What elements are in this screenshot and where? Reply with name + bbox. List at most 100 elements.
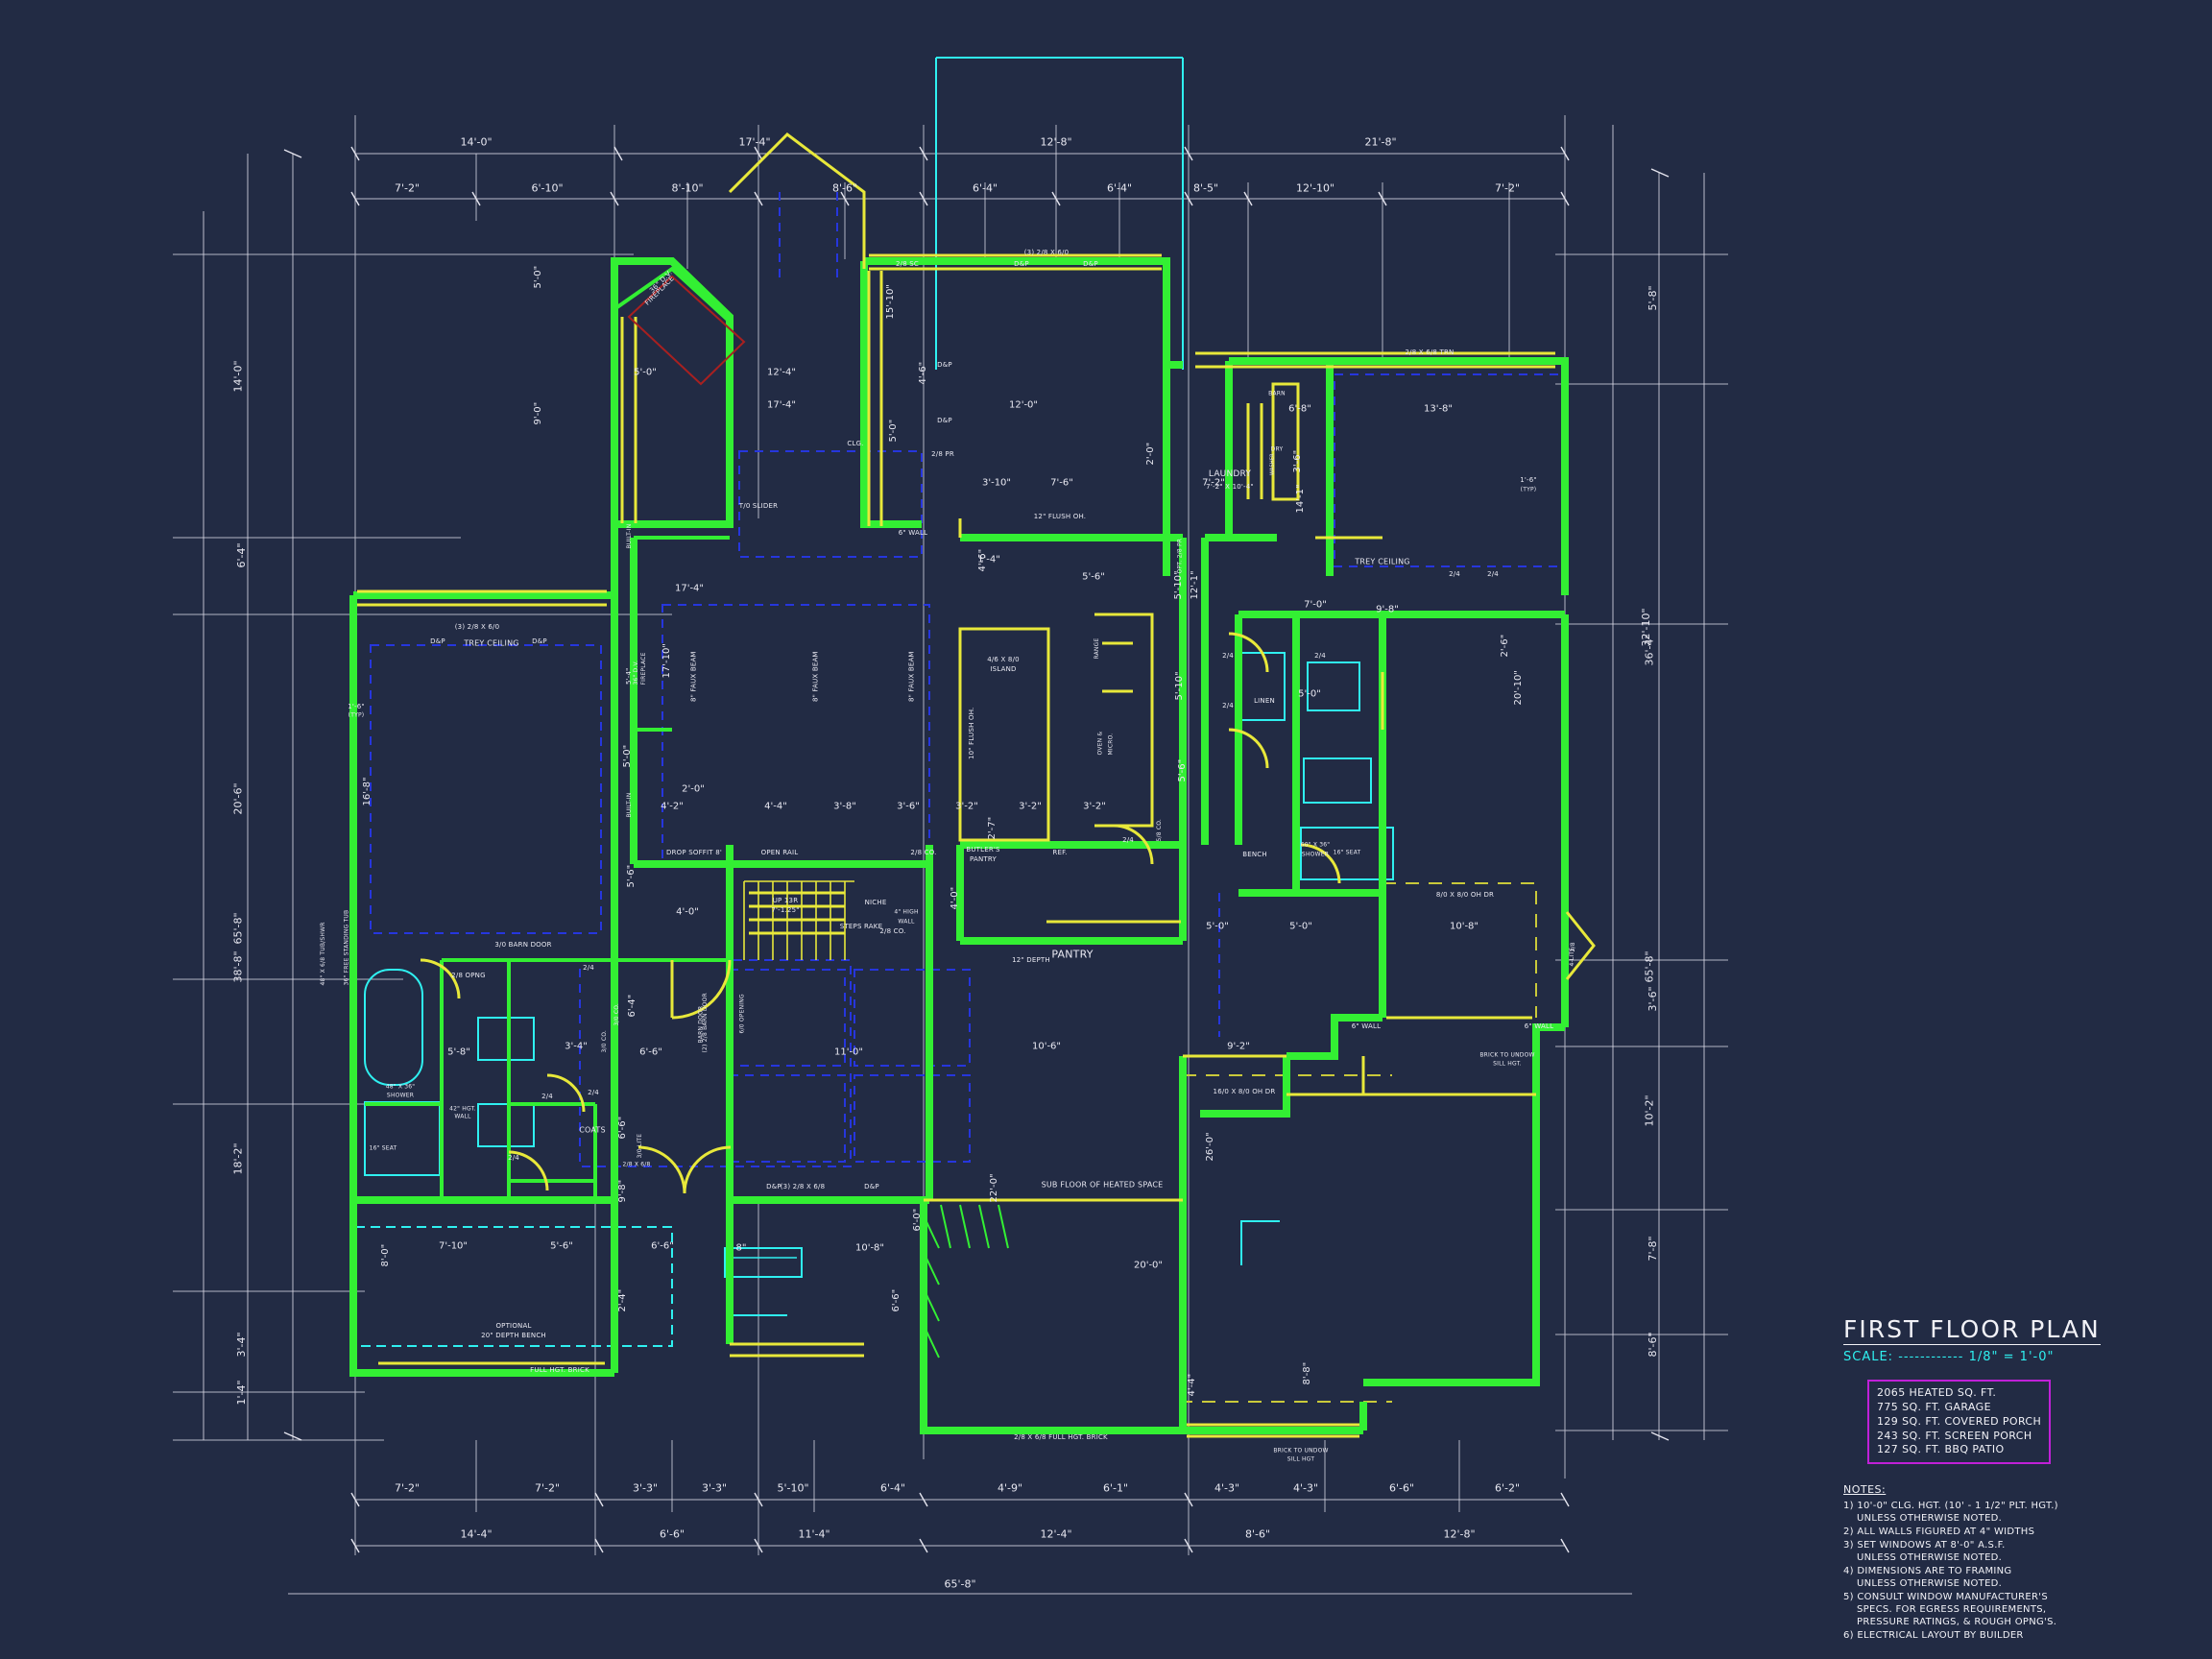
plan-note: STEPS RAKE [839,923,883,930]
dimension-text: 5'-10" [1172,570,1184,600]
plan-note: 5'-4" [625,667,634,685]
dimension-text: 6'-0" [912,1208,924,1232]
plan-note: (TYP) [1520,486,1537,493]
dimension-text: 3'-6" [1292,449,1304,473]
plan-note: 2/8 PR [931,450,954,458]
plan-note: 36" D.V. [633,660,640,685]
plan-note: 2/4 [1314,652,1326,660]
dimension-text: 12'-10" [1295,181,1335,195]
area-line: 129 SQ. FT. COVERED PORCH [1877,1414,2042,1428]
dimension-text: 6'-4" [627,994,638,1018]
plan-note: 1'-6" [1520,476,1537,484]
plan-note: LINEN [1254,697,1275,705]
dimension-text: 22'-0" [988,1173,999,1203]
dimension-text: 12'-8" [1040,135,1072,149]
plan-note: 2/4 [1487,570,1499,578]
plan-note: 3/0 CO. [613,1002,621,1026]
plan-note: 60" X 36" [1300,841,1331,849]
plan-note: PANTRY [1051,948,1094,961]
dimension-text: 9'-2" [1227,1041,1250,1052]
dimension-text: 14'-0" [231,360,245,393]
area-line: 243 SQ. FT. SCREEN PORCH [1877,1429,2032,1442]
area-line: 2065 HEATED SQ. FT. [1877,1386,1997,1399]
dimension-text: 3'-3" [701,1481,728,1495]
dimension-text: 12'-4" [766,367,797,378]
dimension-text: 5'-10" [777,1481,809,1495]
dimension-text: 38'-8" [231,950,245,983]
plan-note: 2/4 [583,964,594,972]
dimension-text: 65'-8" [231,912,245,945]
notes-heading: NOTES: [1843,1483,1887,1497]
dimension-text: 65'-8" [944,1577,976,1591]
note-item: 3) SET WINDOWS AT 8'-0" A.S.F.UNLESS OTH… [1843,1540,2006,1564]
dimension-text: 4'-4" [764,801,787,812]
dimension-text: 4'-9" [997,1481,1023,1495]
garage-subfloor-note: SUB FLOOR OF HEATED SPACE [1041,1180,1164,1190]
plan-note: 4/6 X 8/0 [987,656,1020,663]
dimension-text: 4'-2" [661,801,684,812]
plan-note: 7'-1.25" [771,906,800,914]
plan-note: 2/8 X 6/8 [622,1161,651,1168]
dimension-text: 8'-6" [831,181,858,195]
plan-note: (3) 2/8 X 6/0 [1023,249,1070,256]
sheet-scale: SCALE: ------------ 1/8" = 1'-0" [1843,1350,2055,1364]
plan-note: 16" SEAT [1333,849,1361,856]
dimension-text: 12'-4" [1040,1527,1072,1541]
plan-note: WALL [898,918,915,926]
note-item: 1) 10'-0" CLG. HGT. (10' - 1 1/2" PLT. H… [1843,1501,2058,1525]
plan-note: REF. [1052,849,1068,856]
plan-note: 2/8 SC [895,260,920,268]
dimension-text: 21'-8" [1364,135,1397,149]
dimension-text: 5'-6" [550,1240,573,1252]
exterior-walls [349,257,1569,1434]
plan-note: 12" DEPTH [1012,956,1050,964]
plan-note: SILL HGT [1286,1455,1315,1463]
dimension-text: 3'-2" [1019,801,1042,812]
dimension-text: 7'-6" [1050,477,1073,489]
stairs [743,880,854,960]
plan-note: D&P [766,1183,781,1190]
dimension-text: 36'-4" [1643,634,1656,666]
sheet-title: FIRST FLOOR PLAN [1843,1315,2101,1345]
plan-note: 42" HGT. [449,1105,476,1113]
dimension-text: 5'-6" [626,864,637,888]
dimension-text: 4'-0" [676,906,699,918]
dimension-text: 8'-6" [1646,1332,1659,1358]
dimension-text: 6'-1" [1102,1481,1129,1495]
plan-note: TREY CEILING [464,638,519,648]
dim-ticks [283,146,1670,1553]
dimension-text: 6'-4" [972,181,998,195]
brick-hatch [940,1204,1009,1249]
dimension-text: 4'-3" [1292,1481,1319,1495]
dimension-text: 6'-4" [879,1481,906,1495]
plan-note: BARN [1268,390,1286,397]
plan-note: BRICK TO UNDOW [1479,1051,1535,1059]
dimension-text: 3'-4" [565,1041,588,1052]
porch-hatch [921,1211,940,1358]
plan-note: 2/4 [588,1089,599,1096]
dimension-text: 6'-2" [1494,1481,1521,1495]
dimension-text: 2'-0" [1145,442,1157,466]
dimension-text: 3'-6" [897,801,920,812]
plan-note: 2/8 [1569,942,1576,952]
plan-note: 2/4 [1222,702,1234,709]
dimension-text: 10'-8" [854,1242,885,1254]
plan-note: (TYP) [348,711,365,719]
dimension-text: 3'-3" [632,1481,659,1495]
dimension-text: 4'-3" [1214,1481,1240,1495]
plan-note: 20" DEPTH BENCH [481,1332,546,1339]
plan-note: DROP SOFFIT 8' [666,849,722,856]
plan-note: OPTIONAL [495,1322,532,1330]
plan-note: COATS [579,1125,606,1135]
dimension-text: 5'-0" [533,265,544,289]
plan-note: 6/0 OPENING [738,994,746,1034]
plan-note: D&P [937,417,952,424]
dimension-text: 12'-0" [1008,399,1039,411]
dimension-text: 5'-0" [622,744,634,768]
dimension-text: 4'-0" [950,886,961,910]
dimension-text: 2'-6" [1500,634,1511,658]
dimension-text: 7'-2" [1202,477,1225,489]
dimension-text: 17'-4" [738,135,771,149]
dimension-text: 7'-2" [394,181,421,195]
